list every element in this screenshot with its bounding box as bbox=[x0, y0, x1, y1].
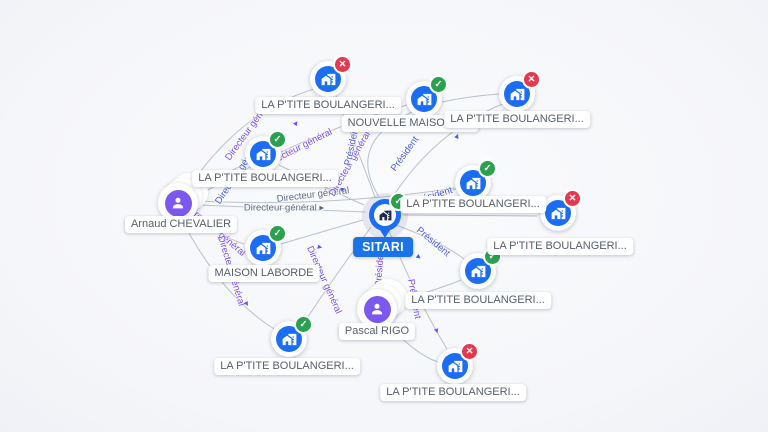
graph-edge-sitari-n6 bbox=[402, 214, 538, 217]
person-icon bbox=[363, 295, 391, 323]
graph-node-n2[interactable]: ✓ bbox=[406, 75, 448, 117]
node-label-p1[interactable]: Arnaud CHEVALIER bbox=[124, 216, 238, 233]
company-building-icon bbox=[465, 258, 491, 284]
graph-node-n10[interactable]: ✕ bbox=[437, 342, 479, 384]
node-label-n4[interactable]: LA P'TITE BOULANGERI... bbox=[192, 170, 338, 187]
node-label-p2[interactable]: Pascal RIGO bbox=[338, 323, 416, 340]
graph-node-n9[interactable]: ✓ bbox=[271, 315, 313, 357]
graph-edge-sitari-n8 bbox=[395, 224, 465, 260]
graph-node-n3[interactable]: ✕ bbox=[499, 70, 541, 112]
node-label-n2[interactable]: NOUVELLE MAISON S... bbox=[341, 115, 479, 132]
graph-node-n5[interactable]: ✓ bbox=[455, 159, 497, 201]
person-disc bbox=[357, 289, 397, 329]
status-badge-x: ✕ bbox=[563, 189, 582, 208]
graph-node-n4[interactable]: ✓ bbox=[245, 130, 287, 172]
graph-node-n1[interactable]: ✕ bbox=[310, 55, 352, 97]
pin-tail bbox=[378, 227, 392, 238]
node-label-n8[interactable]: LA P'TITE BOULANGERI... bbox=[405, 292, 551, 309]
graph-edge-p1-sitari bbox=[197, 204, 366, 213]
graph-edge-n2-n3 bbox=[441, 93, 500, 103]
graph-edge-sitari-n3 bbox=[391, 102, 506, 199]
person-icon bbox=[164, 189, 192, 217]
graph-node-p2[interactable] bbox=[357, 279, 407, 329]
graph-edge-n7-sitari bbox=[280, 219, 364, 245]
node-label-n5[interactable]: LA P'TITE BOULANGERI... bbox=[400, 196, 546, 213]
graph-node-n6[interactable]: ✕ bbox=[540, 189, 582, 231]
node-label-n7[interactable]: MAISON LABORDE bbox=[208, 265, 320, 282]
node-label-n1[interactable]: LA P'TITE BOULANGERI... bbox=[255, 97, 401, 114]
status-badge-check: ✓ bbox=[478, 159, 497, 178]
status-badge-x: ✕ bbox=[460, 342, 479, 361]
node-label-n9[interactable]: LA P'TITE BOULANGERI... bbox=[214, 358, 360, 375]
status-badge-check: ✓ bbox=[268, 224, 287, 243]
graph-edge-p1-n9 bbox=[182, 221, 277, 331]
status-badge-x: ✕ bbox=[522, 70, 541, 89]
status-badge-check: ✓ bbox=[294, 315, 313, 334]
graph-edge-p1-n5 bbox=[197, 187, 456, 204]
node-label-n6[interactable]: LA P'TITE BOULANGERI... bbox=[487, 238, 633, 255]
status-badge-x: ✕ bbox=[333, 55, 352, 74]
node-label-n10[interactable]: LA P'TITE BOULANGERI... bbox=[380, 384, 526, 401]
edge-label: Directeur général ▸ bbox=[243, 202, 325, 214]
company-building-icon bbox=[374, 204, 396, 226]
graph-node-n8[interactable]: ✓ bbox=[460, 247, 502, 289]
graph-node-n7[interactable]: ✓ bbox=[245, 224, 287, 266]
status-badge-check: ✓ bbox=[429, 75, 448, 94]
map-pin-icon bbox=[369, 199, 401, 231]
node-label-sitari[interactable]: SITARI bbox=[353, 237, 413, 257]
node-label-n3[interactable]: LA P'TITE BOULANGERI... bbox=[444, 111, 590, 128]
company-building-icon bbox=[504, 81, 530, 107]
status-badge-check: ✓ bbox=[268, 130, 287, 149]
graph-edge-n4-sitari bbox=[278, 164, 365, 206]
